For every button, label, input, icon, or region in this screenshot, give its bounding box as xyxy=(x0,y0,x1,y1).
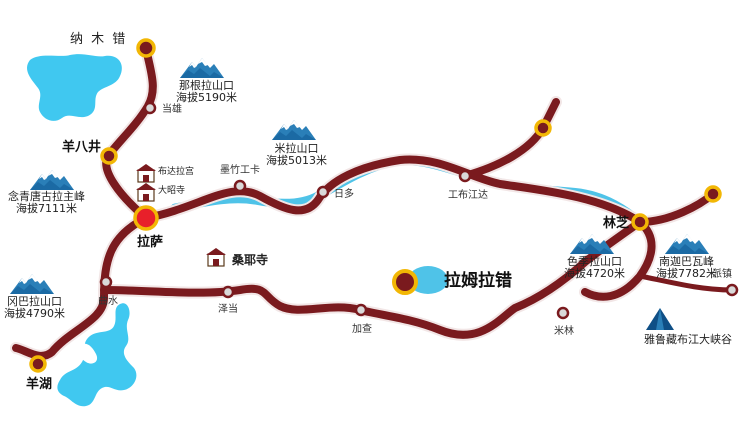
peak-altitude: 海拔4790米 xyxy=(4,307,65,321)
lhasa-label: 拉萨 xyxy=(137,235,164,250)
peak-name: 念青唐古拉主峰 xyxy=(8,190,85,203)
yangbajing-label: 羊八井 xyxy=(62,140,102,155)
peak-label-nyenchen: 念青唐古拉主峰 海拔7111米 xyxy=(8,190,85,216)
node-lhamo-latso[interactable] xyxy=(392,269,418,295)
node-namtso-end[interactable] xyxy=(136,38,156,58)
samye-temple-icon xyxy=(205,247,227,267)
peak-altitude: 海拔4720米 xyxy=(564,267,625,281)
peak-name: 米拉山口 xyxy=(274,142,319,155)
mountain-icon xyxy=(30,170,74,190)
node-zedang[interactable] xyxy=(221,285,235,299)
mountain-icon xyxy=(180,58,224,78)
lhamo-latso-lake xyxy=(408,266,448,294)
namtso-lake xyxy=(27,54,122,121)
peak-name: 那根拉山口 xyxy=(179,79,234,92)
node-yangbajing[interactable] xyxy=(100,147,118,165)
lhamo-latso-label: 拉姆拉错 xyxy=(444,271,512,291)
road-namtso-lhasa xyxy=(102,44,157,222)
peak-name: 冈巴拉山口 xyxy=(7,295,62,308)
peak-altitude: 海拔5190米 xyxy=(176,91,237,105)
canyon-icon xyxy=(646,308,674,330)
potala-temple-icon xyxy=(135,163,157,183)
canyon-label: 雅鲁藏布江大峡谷 xyxy=(644,333,732,346)
node-yanghu[interactable] xyxy=(29,355,47,373)
node-gongbujiangda[interactable] xyxy=(458,169,472,183)
peak-label-sejila: 色季拉山口 海拔4720米 xyxy=(564,255,625,281)
node-dangxiong[interactable] xyxy=(143,101,157,115)
node-mozhugongka[interactable] xyxy=(233,179,247,193)
node-qushui[interactable] xyxy=(99,275,113,289)
peak-altitude: 海拔7782米 xyxy=(656,267,717,281)
mountain-icon xyxy=(665,234,709,254)
mountain-icon xyxy=(10,274,54,294)
road-paizhen-east xyxy=(637,273,735,293)
major-nodes xyxy=(29,38,722,373)
riduo-label: 日多 xyxy=(334,189,354,200)
milin-label: 米林 xyxy=(554,326,574,337)
road-lhasa-linzhi-north xyxy=(142,155,644,226)
peak-name: 色季拉山口 xyxy=(567,255,622,268)
jokhang-temple-icon xyxy=(135,182,157,202)
mountain-icon xyxy=(272,120,316,140)
road-linzhi-south xyxy=(100,218,644,339)
jokhang-label: 大昭寺 xyxy=(158,186,186,196)
node-jiacha[interactable] xyxy=(354,303,368,317)
peak-altitude: 海拔5013米 xyxy=(266,154,327,168)
node-east-end[interactable] xyxy=(704,185,722,203)
minor-nodes xyxy=(99,101,739,320)
peak-altitude: 海拔7111米 xyxy=(16,202,77,216)
peak-label-nagenla: 那根拉山口 海拔5190米 xyxy=(176,79,237,105)
namtso-label: 纳 木 错 xyxy=(70,32,128,47)
node-paizhen[interactable] xyxy=(725,283,739,297)
zedang-label: 泽当 xyxy=(218,304,238,315)
yamdrok-lake-inlet xyxy=(75,343,98,364)
potala-label: 布达拉宫 xyxy=(158,167,195,177)
yanghu-label: 羊湖 xyxy=(26,377,53,392)
qushui-label: 曲水 xyxy=(98,296,118,307)
peak-name: 南迦巴瓦峰 xyxy=(659,255,714,268)
paizhen-label: 派镇 xyxy=(712,269,732,280)
peak-label-namcha-barwa: 南迦巴瓦峰 海拔7782米 xyxy=(656,255,717,281)
samye-label: 桑耶寺 xyxy=(232,253,269,267)
mozhugongka-label: 墨竹工卡 xyxy=(220,165,260,176)
node-riduo[interactable] xyxy=(316,185,330,199)
gongbujiangda-label: 工布江达 xyxy=(448,190,488,201)
dangxiong-label: 当雄 xyxy=(162,104,182,115)
node-milin[interactable] xyxy=(556,306,570,320)
node-lhasa[interactable] xyxy=(133,205,159,231)
node-linzhi[interactable] xyxy=(631,213,649,231)
linzhi-label: 林芝 xyxy=(603,216,630,231)
yamdrok-lake xyxy=(57,303,137,407)
node-north-end[interactable] xyxy=(534,119,552,137)
jiacha-label: 加查 xyxy=(352,324,372,335)
peak-label-mila: 米拉山口 海拔5013米 xyxy=(266,142,327,168)
peak-label-gangbala: 冈巴拉山口 海拔4790米 xyxy=(4,295,65,321)
